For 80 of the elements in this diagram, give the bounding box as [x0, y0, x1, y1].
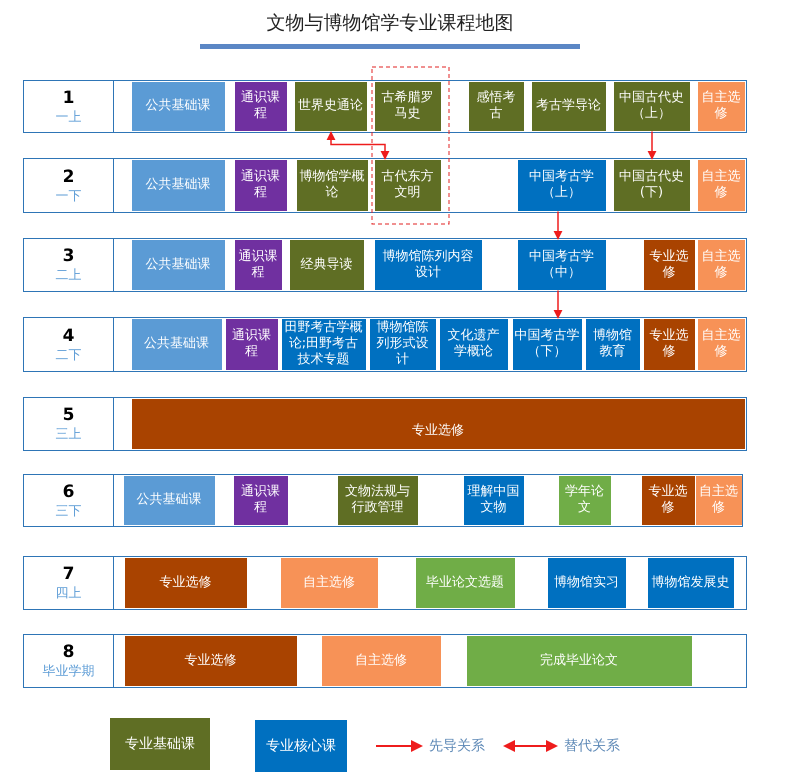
semester-row: [23, 238, 747, 292]
course-box: 世界史通论: [294, 82, 366, 130]
course-box: 文物法规与行政管理: [338, 476, 418, 524]
course-box: 专业选修: [124, 636, 296, 686]
course-box: 经典导读: [290, 240, 364, 290]
course-box: 古代东方文明: [374, 160, 440, 210]
row-number: 3: [62, 246, 74, 266]
semester-row: [23, 158, 747, 213]
semester-label: 三下: [56, 502, 82, 520]
semester-label: 一下: [56, 188, 82, 204]
course-box: 自主选修: [698, 240, 744, 290]
course-box: 公共基础课: [132, 318, 222, 370]
semester-label: 一上: [56, 108, 82, 126]
course-box: 公共基础课: [132, 160, 224, 210]
row-number: 1: [62, 88, 74, 108]
semester-label: 毕业学期: [42, 663, 94, 680]
legend-label: 专业基础课: [125, 735, 195, 753]
row-number: 2: [62, 166, 74, 186]
course-box: 通识课程: [234, 476, 288, 524]
semester-row: [23, 474, 743, 527]
course-box: 专业选修: [132, 398, 744, 448]
course-box: 考古学导论: [532, 82, 606, 130]
course-box: 自主选修: [698, 318, 744, 370]
course-box: 完成毕业论文: [466, 636, 692, 686]
semester-label: 二下: [56, 346, 82, 364]
course-box: 公共基础课: [132, 240, 224, 290]
arrow: [554, 290, 562, 319]
course-box: 公共基础课: [132, 82, 224, 130]
course-box: 理解中国文物: [464, 476, 524, 524]
course-box: 自主选修: [696, 476, 742, 524]
course-box: 学年论文: [558, 476, 610, 524]
course-box: 通识课程: [234, 82, 286, 130]
semester-row: [23, 80, 747, 133]
course-box: 古希腊罗马史: [374, 82, 440, 130]
course-box: 自主选修: [698, 82, 744, 130]
course-box: 感悟考古: [468, 82, 524, 130]
course-box: 通识课程: [234, 160, 286, 210]
row-number: 6: [62, 482, 74, 502]
course-box: 公共基础课: [124, 476, 214, 524]
course-box: 中国考古学（下）: [512, 318, 582, 370]
course-box: 中国考古学（中）: [518, 240, 606, 290]
course-box: 博物馆学概论: [296, 160, 368, 210]
legend-label: 专业核心课: [266, 737, 336, 755]
semester-label: 二上: [56, 267, 82, 284]
course-box: 博物馆实习: [548, 558, 626, 608]
course-box: 毕业论文选题: [416, 558, 514, 608]
semester-row: [23, 634, 747, 688]
legend-label: 替代关系: [564, 737, 620, 755]
course-box: 专业选修: [124, 558, 246, 608]
course-box: 中国古代史（上）: [614, 82, 690, 130]
course-box: 田野考古学概论;田野考古技术专题: [282, 318, 366, 370]
course-box: 专业选修: [644, 318, 694, 370]
semester-label: 三上: [56, 426, 82, 443]
row-number: 7: [62, 564, 74, 584]
row-number: 5: [62, 405, 74, 425]
arrow: [648, 132, 656, 160]
course-box: 中国古代史(下): [614, 160, 690, 210]
course-box: 专业选修: [642, 476, 694, 524]
course-box: 自主选修: [280, 558, 378, 608]
semester-row: [23, 317, 747, 372]
course-box: 中国考古学（上）: [518, 160, 606, 210]
legend-label: 先导关系: [429, 737, 485, 755]
course-box: 专业选修: [644, 240, 694, 290]
row-number: 8: [62, 642, 74, 662]
arrow: [554, 212, 562, 240]
semester-row: [23, 397, 747, 451]
row-number: 4: [62, 326, 74, 346]
diagram-title: 文物与博物馆学专业课程地图: [266, 11, 514, 36]
course-box: 文化遗产学概论: [440, 318, 508, 370]
course-box: 博物馆发展史: [648, 558, 734, 608]
course-box: 博物馆陈列内容设计: [374, 240, 482, 290]
course-box: 博物馆教育: [586, 318, 640, 370]
course-box: 自主选修: [322, 636, 440, 686]
course-box: 自主选修: [698, 160, 744, 210]
semester-label: 四上: [56, 585, 82, 602]
semester-row: [23, 556, 747, 610]
course-box: 博物馆陈列形式设计: [370, 318, 436, 370]
arrow: [326, 131, 390, 160]
course-box: 通识课程: [234, 240, 282, 290]
course-box: 通识课程: [226, 318, 278, 370]
